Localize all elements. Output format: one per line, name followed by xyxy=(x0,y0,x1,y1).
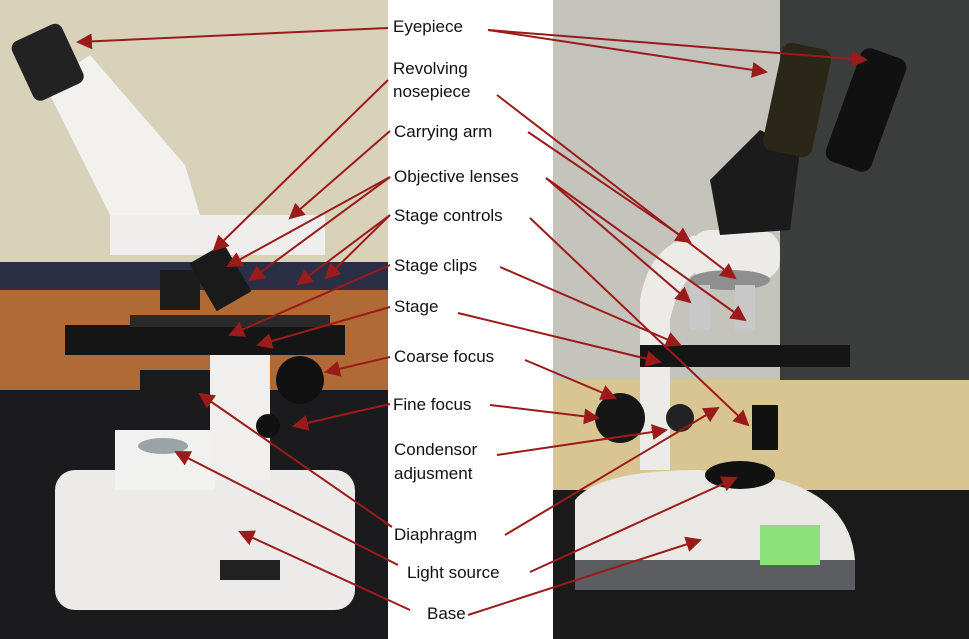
arrow-stage-left xyxy=(256,306,391,349)
label-condensor-line2: adjusment xyxy=(394,464,473,483)
label-stage: Stage xyxy=(394,297,439,316)
arrow-stage-clips-left xyxy=(228,264,391,337)
arrow-objective-left-2 xyxy=(248,176,391,282)
arrow-nosepiece-right xyxy=(496,94,737,280)
arrow-eyepiece-right-2 xyxy=(487,29,868,67)
arrow-light-left xyxy=(174,451,399,566)
pointer-arrows xyxy=(76,27,868,616)
label-condensor-line1: Condensor xyxy=(394,440,478,459)
arrow-fine-left xyxy=(292,403,391,431)
arrow-stage-right xyxy=(457,312,662,367)
arrow-eyepiece-right-1 xyxy=(487,29,768,78)
arrow-condensor-right xyxy=(496,424,668,456)
label-stage-controls: Stage controls xyxy=(394,206,503,225)
arrow-objective-right-1 xyxy=(545,177,692,304)
label-base: Base xyxy=(427,604,466,623)
label-objective-lenses: Objective lenses xyxy=(394,167,519,186)
label-light-source: Light source xyxy=(407,563,500,582)
arrow-stage-controls-right xyxy=(529,217,750,427)
label-carrying-arm: Carrying arm xyxy=(394,122,493,141)
arrow-stage-controls-left-1 xyxy=(296,214,391,286)
arrow-diaphragm-left xyxy=(198,392,393,528)
arrow-base-left xyxy=(238,530,411,611)
arrow-objective-left-1 xyxy=(226,176,391,267)
arrow-base-right xyxy=(467,536,702,616)
label-fine-focus: Fine focus xyxy=(393,395,472,414)
arrow-eyepiece-left xyxy=(76,27,389,50)
arrow-arm-left xyxy=(288,130,391,220)
label-revolving-nosepiece-line1: Revolving xyxy=(393,59,468,78)
arrow-fine-right xyxy=(489,404,600,425)
label-diaphragm: Diaphragm xyxy=(394,525,478,544)
label-coarse-focus: Coarse focus xyxy=(394,347,495,366)
arrow-diaphragm-right xyxy=(504,406,720,536)
label-stage-clips: Stage clips xyxy=(394,256,478,275)
arrow-coarse-left xyxy=(324,356,391,377)
arrow-arm-right xyxy=(527,131,692,244)
left-photo xyxy=(0,0,388,639)
arrow-light-right xyxy=(529,476,738,573)
arrow-coarse-right xyxy=(524,359,617,400)
right-photo xyxy=(553,0,969,639)
arrow-objective-right-2 xyxy=(545,177,747,322)
label-revolving-nosepiece-line2: nosepiece xyxy=(393,82,471,101)
arrow-stage-controls-left-2 xyxy=(324,214,391,280)
arrow-stage-clips-right xyxy=(499,266,682,347)
label-eyepiece: Eyepiece xyxy=(393,17,463,36)
arrow-nosepiece-left xyxy=(212,79,389,252)
